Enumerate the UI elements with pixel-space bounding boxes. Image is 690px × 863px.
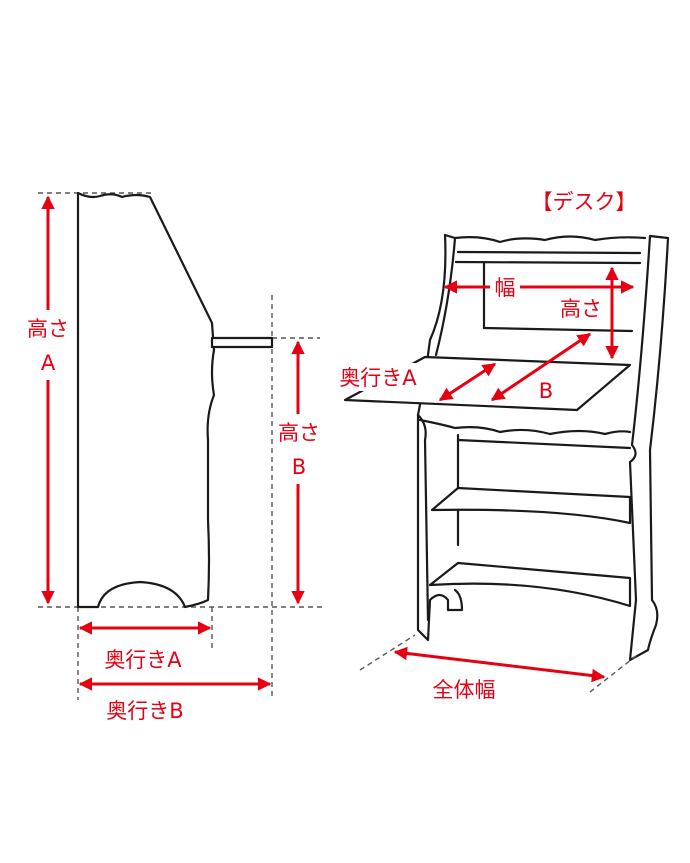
height-b-label: 高さ [278, 421, 320, 445]
depth-a-dimension: 奥行きA [78, 621, 212, 672]
cubby-height-dimension: 高さ [556, 266, 619, 360]
desk-depth-a-label: 奥行きA [339, 366, 417, 390]
overall-width-dimension: 全体幅 [393, 646, 606, 702]
height-a-dimension: 高さ A [24, 195, 74, 605]
writing-slab-side [210, 336, 274, 349]
depth-b-dimension: 奥行きB [78, 677, 272, 723]
width-dimension: 幅 [443, 273, 635, 301]
lower-shelf [428, 561, 632, 608]
depth-a-label: 奥行きA [104, 648, 182, 672]
height-a-label: 高さ [27, 317, 69, 341]
desk-title: 【デスク】 [532, 190, 637, 214]
desk-depth-a-dimension: 奥行きA [328, 362, 497, 402]
side-view: 高さ A 高さ B 奥行きA 奥行きB [24, 191, 325, 723]
desk-drawing [343, 233, 670, 693]
desk-depth-b-dimension: B [490, 332, 592, 403]
height-a-letter: A [41, 351, 56, 375]
cubby-height-label: 高さ [560, 297, 602, 321]
middle-shelf [430, 486, 632, 525]
depth-b-label: 奥行きB [106, 699, 183, 723]
desk-view: 【デスク】 幅 高さ [328, 190, 670, 702]
overall-width-label: 全体幅 [433, 678, 496, 702]
desk-depth-b-label: B [539, 379, 553, 403]
height-b-dimension: 高さ B [274, 340, 324, 605]
side-profile-outline [76, 191, 216, 609]
width-label: 幅 [495, 276, 516, 300]
height-b-letter: B [292, 455, 306, 479]
